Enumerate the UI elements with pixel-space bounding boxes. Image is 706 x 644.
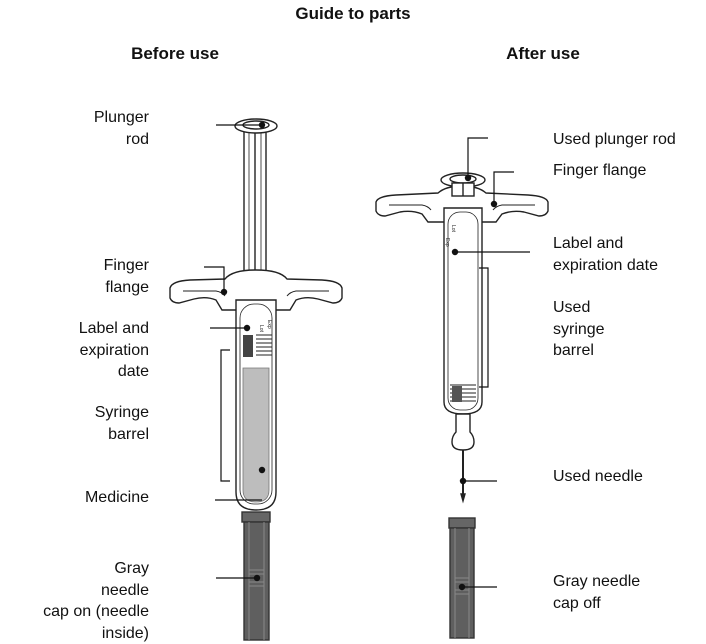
before-syringe: Lot Exp <box>169 118 343 641</box>
before-leader-lines <box>204 124 262 579</box>
label-used-syringe-barrel: Used syringe barrel <box>553 299 605 359</box>
label-used-needle: Used needle <box>553 468 643 485</box>
label-gray-cap-on: Gray needle cap on (needle inside) <box>43 560 149 642</box>
label-plunger-rod: Plunger rod <box>93 109 149 148</box>
before-use-heading: Before use <box>131 44 219 63</box>
after-gray-needle-cap <box>448 517 476 639</box>
after-lot-text: Lot <box>450 225 456 233</box>
label-expiration-before: Label and expiration date <box>78 320 149 380</box>
label-syringe-barrel: Syringe barrel <box>94 404 149 443</box>
label-medicine: Medicine <box>84 489 149 506</box>
label-used-plunger-rod: Used plunger rod <box>553 131 676 148</box>
label-finger-flange-before: Finger flange <box>103 257 149 296</box>
label-expiration-after: Label and expiration date <box>553 235 658 274</box>
before-gray-needle-cap <box>241 511 271 641</box>
before-finger-flange <box>169 269 343 311</box>
before-medicine <box>242 367 270 503</box>
after-finger-flange <box>375 185 549 223</box>
after-leader-lines <box>455 137 530 588</box>
after-syringe: Lot Exp <box>375 137 549 639</box>
before-exp-text: Exp <box>266 320 272 329</box>
after-exp-text: Exp <box>444 238 450 247</box>
label-finger-flange-after: Finger flange <box>553 162 647 179</box>
after-needle-hub <box>451 413 475 451</box>
diagram-title: Guide to parts <box>295 4 411 23</box>
before-lot-text: Lot <box>258 325 264 333</box>
label-gray-cap-off: Gray needle cap off <box>553 573 641 612</box>
after-use-heading: After use <box>506 44 580 63</box>
